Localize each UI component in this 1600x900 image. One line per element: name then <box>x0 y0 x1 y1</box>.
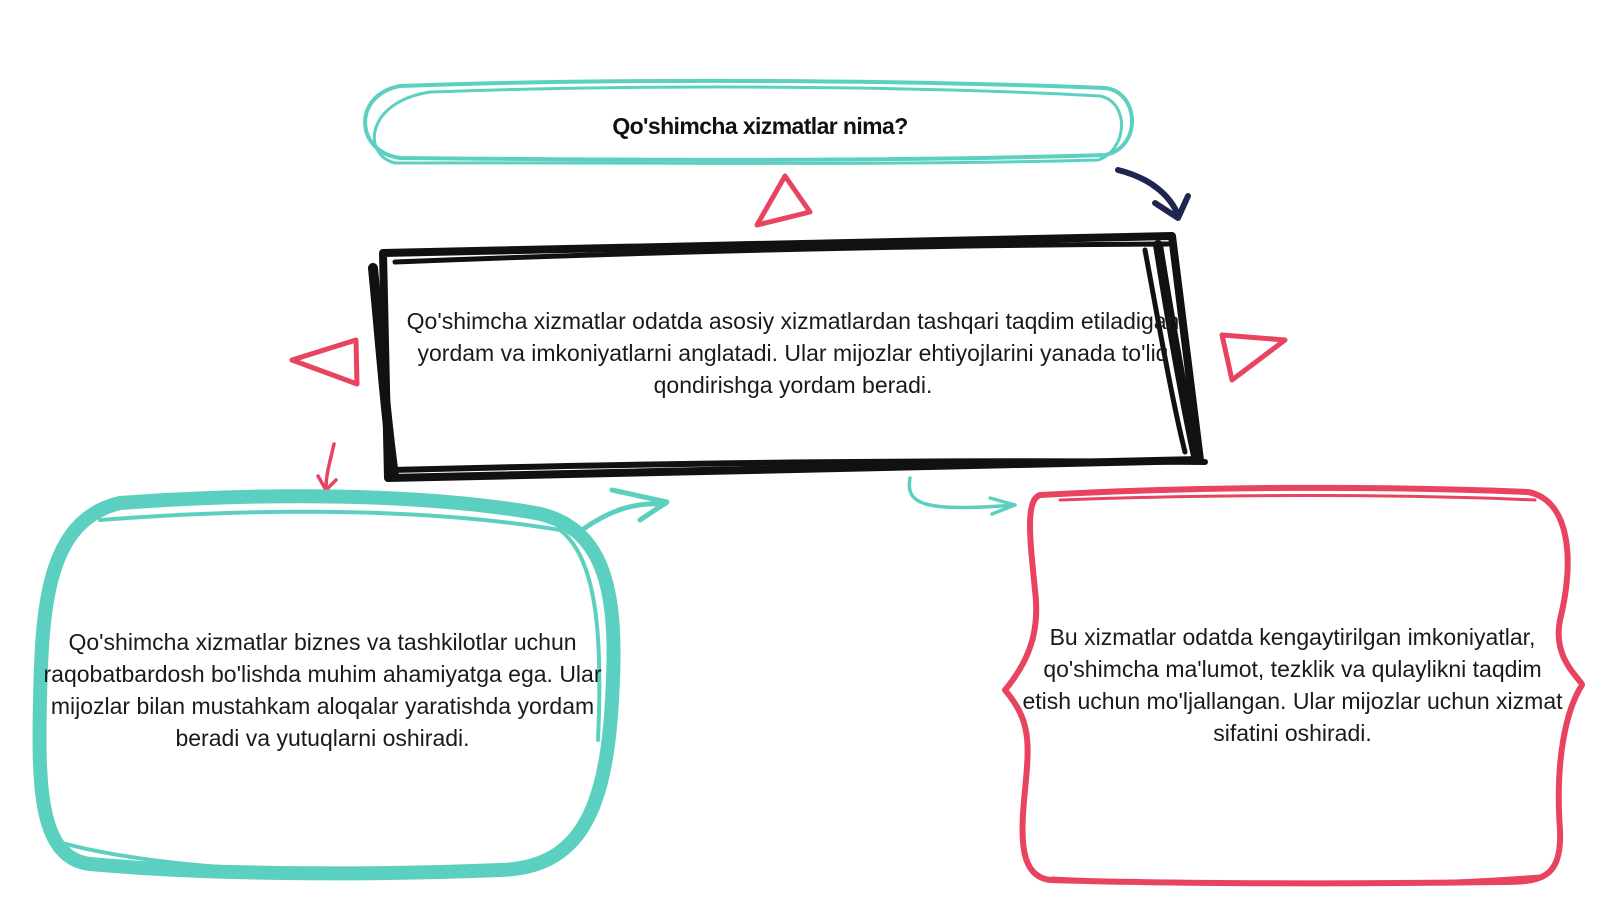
right-box-shape <box>1002 484 1585 887</box>
arrow-icon-center-to-left <box>316 442 338 492</box>
left-node-text: Qo'shimcha xizmatlar biznes va tashkilot… <box>43 629 602 751</box>
triangle-icon-right <box>1219 332 1288 383</box>
diagram-title: Qo'shimcha xizmatlar nima? <box>612 113 908 139</box>
center-node-text: Qo'shimcha xizmatlar odatda asosiy xizma… <box>406 308 1180 398</box>
triangle-icon-left <box>289 337 360 387</box>
left-box-shape <box>32 489 621 881</box>
center-box-shape <box>368 232 1208 482</box>
title-pill-shape <box>363 78 1134 165</box>
arrow-icon-title-to-center <box>1115 167 1191 221</box>
arrow-icon-left-to-center <box>579 487 670 533</box>
right-node-text: Bu xizmatlar odatda kengaytirilgan imkon… <box>1022 624 1563 746</box>
arrow-icon-center-to-right <box>907 476 1017 516</box>
triangle-icon-top <box>754 173 813 228</box>
